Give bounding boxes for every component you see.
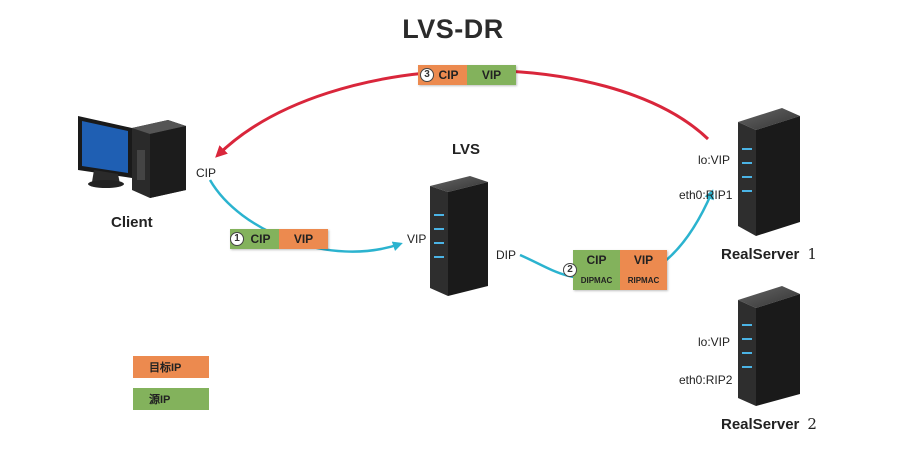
client-label: Client: [111, 214, 153, 231]
rs2-lo-label: lo:VIP: [698, 335, 731, 349]
rs2-eth-label: eth0:RIP2: [679, 373, 733, 387]
lvs-label: LVS: [452, 141, 481, 158]
client-computer-icon: [78, 116, 186, 198]
packet-2-dst-mac: RIPMAC: [620, 270, 667, 290]
packet-2-dst: VIP: [620, 250, 667, 270]
lvs-server-icon: [430, 176, 488, 296]
step-3-marker: 3: [420, 68, 434, 82]
rs2-label: RealServer 2: [721, 415, 817, 433]
packet-2-src-mac: DIPMAC: [573, 270, 620, 290]
legend-source-ip: 源IP: [133, 388, 209, 410]
realserver-2-icon: [738, 286, 800, 406]
lvs-dip-label: DIP: [496, 248, 517, 262]
rs1-label: RealServer 1: [721, 245, 817, 263]
legend-target-ip: 目标IP: [133, 356, 209, 378]
diagram-title: LVS-DR: [402, 14, 504, 44]
rs2-name: RealServer: [721, 416, 800, 433]
realserver-1-icon: [738, 108, 800, 236]
step-1-marker: 1: [230, 232, 244, 246]
packet-2-src: CIP: [573, 250, 620, 270]
packet-2: CIP VIP DIPMAC RIPMAC: [573, 250, 667, 290]
packet-1-dst: VIP: [279, 229, 328, 249]
client-ip-label: CIP: [196, 166, 217, 180]
packet-3-dst: VIP: [467, 65, 516, 85]
rs1-eth-label: eth0:RIP1: [679, 188, 733, 202]
rs1-lo-label: lo:VIP: [698, 153, 731, 167]
rs2-number: 2: [807, 415, 817, 433]
rs1-name: RealServer: [721, 246, 800, 263]
step-2-marker: 2: [563, 263, 577, 277]
request-arrow-3: [663, 189, 714, 263]
lvs-vip-label: VIP: [407, 232, 427, 246]
rs1-number: 1: [807, 245, 817, 263]
packet-1: CIP VIP: [230, 229, 328, 249]
